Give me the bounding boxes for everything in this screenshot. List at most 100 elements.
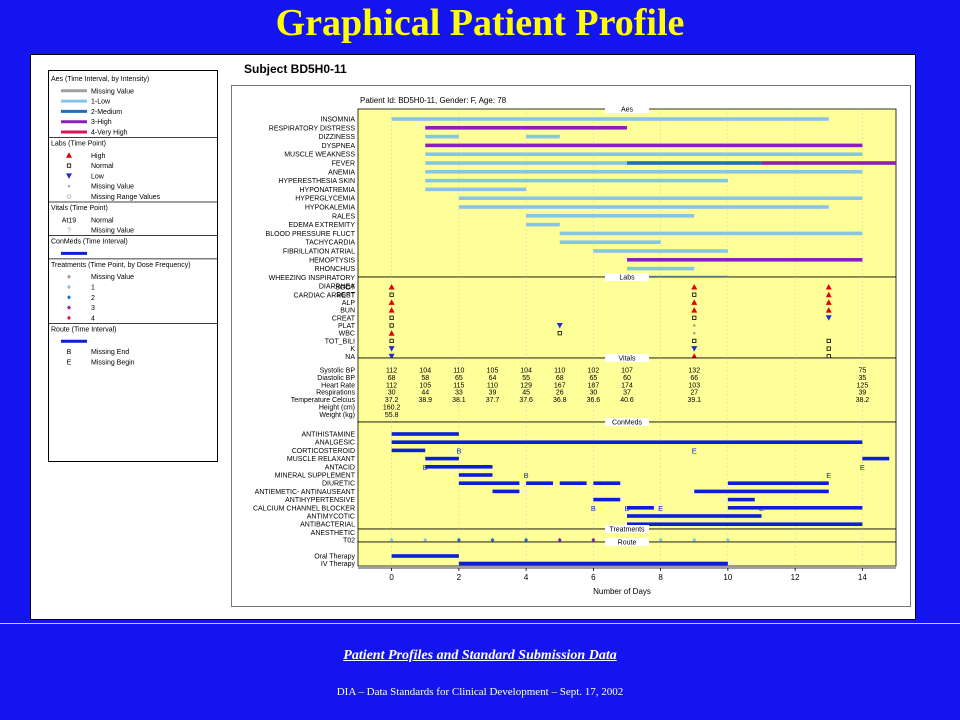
treatment-dose-marker — [490, 537, 495, 543]
vital-value: 104 — [520, 368, 532, 375]
interval-bar — [458, 561, 728, 566]
interval-bar — [559, 231, 863, 236]
interval-bar — [727, 506, 863, 510]
lab-high-marker — [691, 299, 698, 305]
legend-item-label: High — [91, 153, 106, 160]
interval-bar — [425, 134, 459, 139]
lab-low-marker — [691, 346, 698, 352]
vital-value: 125 — [857, 382, 869, 389]
treatment-dose-marker — [557, 537, 562, 543]
interval-bar — [391, 117, 829, 121]
row-label: WBC — [339, 331, 355, 338]
row-label: CREAT — [332, 315, 356, 322]
interval-mark: E — [826, 471, 831, 480]
vital-value: 104 — [419, 368, 431, 375]
footer-title: Patient Profiles and Standard Submission… — [343, 648, 617, 663]
lab-missing-marker — [693, 332, 696, 335]
panel-header: Labs — [619, 275, 635, 282]
vital-value: 37.6 — [519, 397, 533, 404]
legend-symbol: B — [67, 349, 72, 356]
interval-bar — [458, 205, 829, 209]
vital-value: 174 — [621, 382, 633, 389]
legend-item-label: Low — [91, 173, 105, 180]
legend-item-label: 4-Very High — [91, 130, 128, 137]
interval-bar — [627, 266, 695, 271]
row-label: RHONCHUS — [315, 266, 356, 273]
interval-bar — [458, 481, 493, 485]
treatment-dose-marker — [524, 537, 529, 543]
vital-value: 65 — [589, 375, 597, 382]
interval-bar — [694, 489, 829, 494]
interval-bar — [391, 554, 459, 558]
vital-value: 37 — [623, 390, 631, 397]
vital-value: 55 — [522, 375, 530, 382]
treatment-dose-marker — [725, 537, 730, 543]
interval-bar — [593, 249, 728, 253]
row-label: Weight (kg) — [319, 412, 355, 419]
interval-mark: E — [860, 463, 865, 472]
row-label: IV Therapy — [321, 561, 356, 568]
lab-low-marker — [388, 346, 395, 352]
panel-header-background — [605, 418, 649, 426]
lab-normal-marker — [692, 338, 697, 343]
interval-bar — [761, 161, 896, 165]
row-label: CORTICOSTEROID — [292, 448, 355, 455]
vital-value: 66 — [690, 375, 698, 382]
vital-value: 65 — [455, 375, 463, 382]
footer-subtitle: DIA – Data Standards for Clinical Develo… — [336, 686, 624, 698]
treatment-dose-marker — [456, 537, 461, 543]
lab-high-marker — [388, 307, 395, 313]
legend-symbol — [67, 274, 71, 279]
row-label: HYPONATREMIA — [300, 187, 356, 194]
vital-value: 30 — [388, 390, 396, 397]
interval-bar — [391, 448, 426, 453]
vital-value: 102 — [588, 368, 600, 375]
x-axis-label: Number of Days — [593, 587, 651, 596]
interval-bar — [425, 143, 863, 148]
lab-normal-marker — [692, 292, 697, 297]
vital-value: 58 — [421, 375, 429, 382]
vital-value: 112 — [386, 368, 397, 375]
vital-value: 68 — [556, 375, 564, 382]
treatment-dose-marker — [692, 537, 697, 543]
row-label: RESPIRATORY DISTRESS — [269, 125, 356, 132]
interval-bar — [425, 187, 527, 192]
lab-normal-marker — [389, 315, 394, 320]
x-tick-label: 4 — [524, 573, 529, 582]
row-label: TOT_BILI — [325, 338, 355, 345]
legend-symbol — [67, 305, 71, 310]
row-label: DYSPNEA — [322, 143, 356, 150]
panel-header: ConMeds — [612, 420, 642, 427]
treatment-dose-marker — [658, 537, 663, 543]
interval-mark: E — [759, 504, 764, 513]
row-label: ANEMIA — [328, 169, 355, 176]
panel-header-background — [605, 354, 649, 362]
row-label: ANESTHETIC — [311, 530, 355, 537]
row-label: HYPERGLYCEMIA — [295, 196, 355, 203]
panel-header: Aes — [621, 107, 634, 114]
lab-high-marker — [691, 353, 698, 359]
vital-value: 103 — [688, 382, 700, 389]
legend-item-label: 1-Low — [91, 99, 111, 106]
vital-value: 38.9 — [418, 397, 432, 404]
legend-item-label: Missing End — [91, 349, 129, 356]
row-label: PLAT — [338, 323, 356, 330]
interval-mark: B — [456, 446, 461, 455]
x-tick-label: 8 — [658, 573, 663, 582]
vital-value: 187 — [588, 382, 600, 389]
panel-header-background — [605, 538, 649, 546]
legend-item-label: Missing Value — [91, 88, 134, 95]
interval-bar — [526, 134, 560, 139]
panel-header-background — [605, 525, 649, 533]
lab-high-marker — [825, 284, 832, 290]
interval-bar — [425, 126, 627, 130]
interval-bar — [593, 497, 621, 502]
legend-symbol: At19 — [62, 217, 77, 224]
lab-normal-marker — [826, 346, 831, 351]
row-label: MUSCLE RELAXANT — [287, 456, 356, 463]
panel-background — [357, 276, 897, 359]
row-label: MINERAL SUPPLEMENT — [275, 473, 356, 480]
row-label: T02 — [343, 538, 355, 545]
x-tick-label: 6 — [591, 573, 596, 582]
vital-value: 132 — [688, 368, 700, 375]
